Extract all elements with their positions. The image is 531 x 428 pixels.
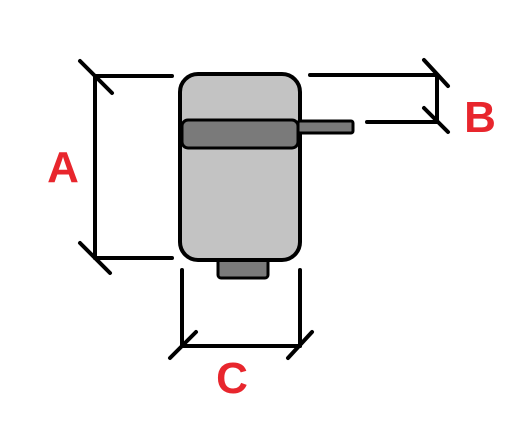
dimension-b [308,58,450,134]
dimension-b-bottom-tick [422,106,450,134]
label-b: B [464,93,496,142]
device-body [178,72,302,262]
dimension-a-bottom-tick [78,241,112,275]
dimension-b-top-tick [422,58,450,88]
label-c: C [216,354,248,403]
dimension-c [168,268,314,360]
dimension-a-top-tick [78,59,114,95]
side-shaft [296,119,355,135]
dimension-c-left-tick [168,330,198,360]
label-a: A [47,143,79,192]
dimension-c-right-tick [286,330,314,360]
device-band [180,118,300,150]
dimension-a [78,59,174,275]
